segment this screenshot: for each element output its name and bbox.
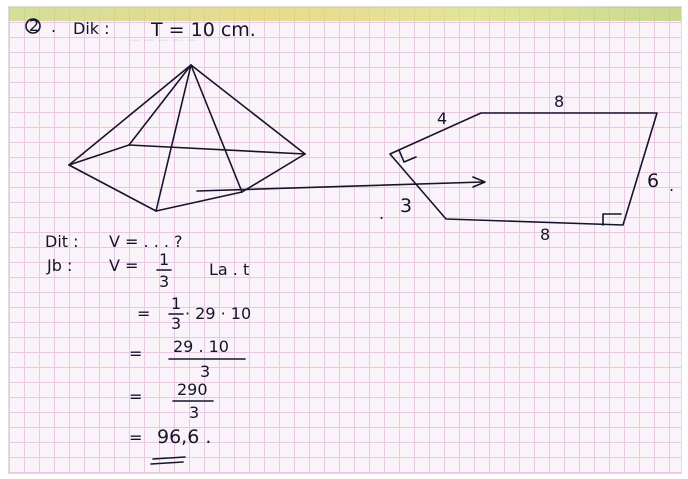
work-step: = 290 3 <box>129 380 214 422</box>
problem-number-dot: . <box>51 17 56 36</box>
step-equals: = <box>129 387 142 406</box>
answer-label: Jb : <box>46 256 72 275</box>
notebook-page: — — — — — 2 . Dik : T = 10 cm. <box>8 6 682 474</box>
step-denominator: 3 <box>200 362 210 381</box>
bleed-through-text: — — — — — <box>129 33 198 46</box>
side-bottom-label: 8 <box>540 225 550 244</box>
work-step: = 29 . 10 3 <box>129 337 246 381</box>
side-right-dot: . <box>669 176 674 195</box>
side-right-label: 6 <box>647 170 659 192</box>
work-step-result: = 96,6 . <box>129 426 211 465</box>
step-rest: · 29 · 10 <box>185 304 251 323</box>
given-label: Dik : <box>73 19 110 38</box>
side-upper-left-label: 4 <box>437 109 447 128</box>
step-numerator: 1 <box>159 250 169 269</box>
right-angle-mark-left <box>398 149 417 163</box>
work-step: 1 3 La . t <box>156 250 249 291</box>
right-angle-mark-right <box>602 213 622 226</box>
step-denominator: 3 <box>171 314 181 333</box>
side-top-label: 8 <box>554 92 564 111</box>
step-denominator: 3 <box>159 272 169 291</box>
problem-number-circle <box>25 18 41 34</box>
step-denominator: 3 <box>189 403 199 422</box>
given-value: T = 10 cm. <box>150 19 256 41</box>
step-equals: = <box>129 428 142 447</box>
asked-label: Dit : <box>45 232 79 251</box>
v-label: V = <box>109 256 138 275</box>
work-step: = 1 3 · 29 · 10 <box>137 294 251 333</box>
base-pentagon <box>389 112 658 226</box>
step-numerator: 1 <box>171 294 181 313</box>
step-equals: = <box>129 344 142 363</box>
side-lower-left-label: 3 <box>400 195 412 217</box>
result-underline-1 <box>152 456 186 460</box>
step-numerator: 29 . 10 <box>173 337 229 356</box>
arrow-to-base <box>196 176 486 192</box>
step-rest: La . t <box>209 260 249 279</box>
page-top-band <box>9 7 681 21</box>
pyramid-figure <box>68 64 306 212</box>
result-value: 96,6 . <box>157 426 211 448</box>
side-lower-left-dot: . <box>379 204 384 223</box>
result-underline-2 <box>150 461 184 465</box>
step-numerator: 290 <box>177 380 208 399</box>
asked-value: V = . . . ? <box>109 232 183 251</box>
handwriting-canvas: — — — — — 2 . Dik : T = 10 cm. <box>25 16 674 465</box>
step-equals: = <box>137 304 150 323</box>
problem-number: 2 <box>29 16 39 35</box>
